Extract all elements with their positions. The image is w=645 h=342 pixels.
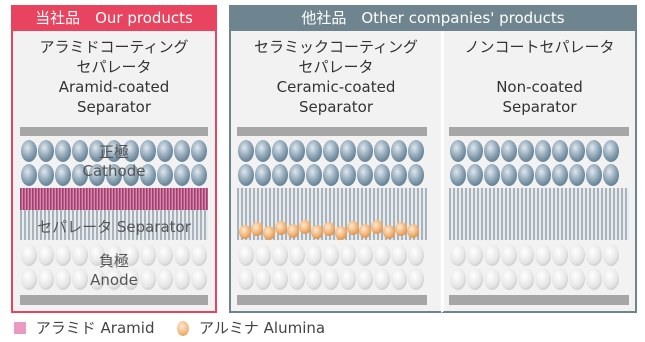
anode-particles bbox=[450, 244, 619, 290]
title-en-line1: Aramid-coated bbox=[58, 78, 170, 96]
legend-alumina-label: アルミナ Alumina bbox=[199, 319, 326, 337]
cathode-particles bbox=[450, 140, 619, 186]
title-en-line2: Separator bbox=[76, 98, 152, 116]
column-title-aramid: アラミドコーティング セパレータ Aramid-coated Separator bbox=[13, 37, 215, 117]
legend-aramid-label: アラミド Aramid bbox=[35, 319, 155, 337]
anode-particles bbox=[21, 244, 207, 290]
column-title-ceramic: セラミックコーティング セパレータ Ceramic-coated Separat… bbox=[231, 37, 441, 117]
header-other-products: 他社品 Other companies' products bbox=[229, 5, 637, 31]
title-jp-line1: アラミドコーティング bbox=[39, 38, 189, 56]
title-jp-line1: ノンコートセパレータ bbox=[464, 38, 615, 56]
legend-alumina-swatch bbox=[177, 321, 190, 336]
cathode-collector bbox=[20, 127, 208, 136]
title-jp-line2: セパレータ bbox=[76, 58, 152, 76]
separator-film bbox=[449, 188, 629, 240]
anode-collector bbox=[20, 295, 208, 305]
anode-label: 負極 Anode bbox=[13, 252, 215, 290]
title-jp-line1: セラミックコーティング bbox=[253, 38, 419, 56]
cathode-label-jp: 正極 bbox=[98, 143, 129, 161]
title-en-line2: Separator bbox=[502, 98, 577, 116]
header-our-products: 当社品 Our products bbox=[11, 5, 217, 31]
cathode-particles bbox=[238, 140, 424, 186]
cell-diagram-aramid bbox=[20, 127, 208, 305]
separator-film bbox=[20, 210, 208, 240]
column-title-noncoated: ノンコートセパレータ Non-coated Separator bbox=[444, 37, 635, 117]
legend: アラミド Aramid アルミナ Alumina bbox=[14, 318, 434, 338]
title-en-line1: Non-coated bbox=[496, 78, 583, 96]
aramid-coating bbox=[20, 188, 208, 210]
panel-non-coated: ノンコートセパレータ Non-coated Separator bbox=[441, 31, 637, 313]
cathode-label: 正極 Cathode bbox=[13, 143, 215, 181]
separator-label: セパレータ Separator bbox=[37, 218, 191, 236]
cathode-collector bbox=[237, 127, 427, 136]
alumina-particles bbox=[239, 220, 419, 240]
cell-diagram-ceramic bbox=[237, 127, 427, 305]
title-jp-line2: セパレータ bbox=[298, 58, 374, 76]
cathode-collector bbox=[449, 127, 629, 136]
cathode-label-en: Cathode bbox=[82, 162, 146, 180]
panel-ceramic-coated: セラミックコーティング セパレータ Ceramic-coated Separat… bbox=[229, 31, 441, 313]
title-en-line1: Ceramic-coated bbox=[276, 78, 396, 96]
cell-diagram-noncoated bbox=[449, 127, 629, 305]
anode-particles bbox=[238, 244, 424, 290]
title-jp-line2 bbox=[444, 57, 635, 77]
title-en-line2: Separator bbox=[298, 98, 374, 116]
anode-label-en: Anode bbox=[90, 271, 138, 289]
anode-collector bbox=[449, 295, 629, 305]
cathode-particles bbox=[21, 140, 207, 186]
legend-aramid-swatch bbox=[14, 322, 26, 334]
panel-aramid-coated: アラミドコーティング セパレータ Aramid-coated Separator bbox=[11, 31, 217, 313]
anode-collector bbox=[237, 295, 427, 305]
anode-label-jp: 負極 bbox=[98, 252, 129, 270]
